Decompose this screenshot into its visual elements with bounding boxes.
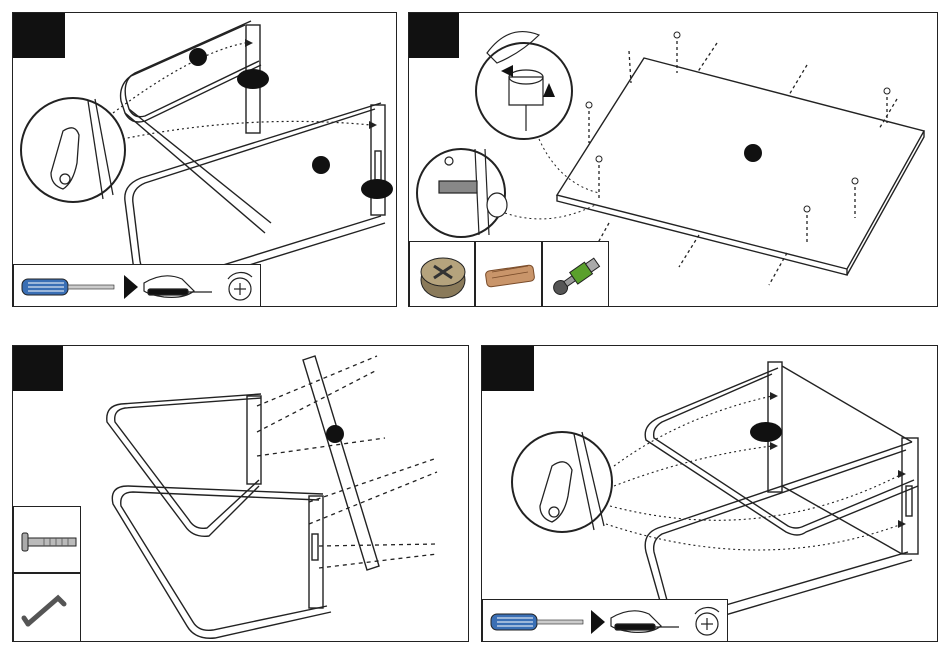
- cam-bolt-icon: [543, 242, 610, 307]
- part-marker-dot: [744, 144, 762, 162]
- step-4-tool-strip: [482, 599, 728, 642]
- allen-key-icon: [14, 574, 82, 642]
- step-1-tool-strip: [13, 264, 261, 307]
- arrow-right-icon: [591, 610, 605, 634]
- part-marker-dot: [361, 179, 393, 199]
- part-marker-dot: [326, 425, 344, 443]
- step-4-panel: [481, 345, 938, 642]
- part-marker-dot: [312, 156, 330, 174]
- cam-lock-nut-icon: [410, 242, 476, 307]
- connector-bolt-icon: [14, 507, 82, 574]
- step-2-panel: [408, 12, 938, 307]
- wooden-dowel-icon: [476, 242, 543, 307]
- screwdriver-icon: [22, 279, 114, 295]
- arrow-right-icon: [124, 275, 138, 299]
- allen-key-box: [13, 573, 81, 642]
- part-marker-dot: [189, 48, 207, 66]
- clockwise-rotation-icon: [695, 607, 719, 635]
- step-1-tools-illustration: [14, 265, 262, 307]
- cam-bolt-box: [542, 241, 609, 307]
- hand-turning-screwdriver-icon: [611, 611, 679, 633]
- clockwise-rotation-icon: [228, 272, 252, 300]
- step-4-tools-illustration: [483, 600, 729, 642]
- step-3-panel: [12, 345, 469, 642]
- step-1-illustration: [13, 13, 397, 307]
- wooden-dowel-box: [475, 241, 542, 307]
- step-4-illustration: [482, 346, 938, 642]
- step-1-panel: [12, 12, 397, 307]
- screwdriver-icon: [491, 614, 583, 630]
- cam-lock-nut-box: [409, 241, 475, 307]
- part-marker-dot: [750, 422, 782, 442]
- connector-bolt-box: [13, 506, 81, 573]
- part-marker-dot: [237, 69, 269, 89]
- hand-turning-screwdriver-icon: [144, 276, 212, 298]
